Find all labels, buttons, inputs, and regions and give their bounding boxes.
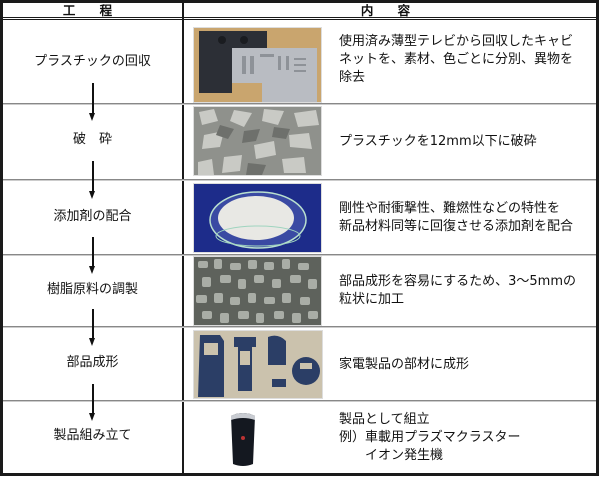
- step-label: 添加剤の配合: [3, 209, 182, 225]
- arrow-down-icon: [89, 237, 96, 274]
- description-text: 剛性や耐衝撃性、難燃性などの特性を 新品材料同等に回復させる添加剤を配合: [339, 201, 574, 234]
- step-label: プラスチックの回収: [3, 54, 182, 70]
- table-header: 工 程 内 容: [3, 3, 596, 20]
- description-text: 家電製品の部材に成形: [339, 357, 470, 372]
- table-row: [3, 327, 596, 401]
- table-row: [3, 104, 596, 180]
- car-plasmacluster-ion-generator-photo: [229, 412, 257, 466]
- crushed-plastic-fragments-photo: [193, 106, 322, 176]
- additive-powder-petri-dish-photo: [193, 183, 322, 253]
- arrow-down-icon: [89, 161, 96, 199]
- molded-appliance-parts-photo: [193, 330, 323, 399]
- step-label: 製品組み立て: [3, 428, 182, 444]
- description-text: プラスチックを12mm以下に破砕: [339, 134, 537, 149]
- description-text: 使用済み薄型テレビから回収したキャビ ネットを、素材、色ごとに分別、異物を 除去: [339, 34, 574, 85]
- resin-pellets-photo: [193, 256, 322, 326]
- column-divider: [182, 3, 184, 473]
- arrow-down-icon: [89, 83, 96, 121]
- table-row: [3, 180, 596, 255]
- step-label: 樹脂原料の調製: [3, 282, 182, 298]
- collected-tv-cabinets-photo: [193, 27, 322, 103]
- step-label: 破 砕: [3, 132, 182, 148]
- description-text: 製品として組立 例）車載用プラズマクラスター イオン発生機: [339, 412, 521, 463]
- description-text: 部品成形を容易にするため、3～5mmの 粒状に加工: [339, 274, 576, 307]
- arrow-down-icon: [89, 384, 96, 421]
- header-content: 内 容: [360, 3, 421, 18]
- arrow-down-icon: [89, 309, 96, 346]
- table-row: [3, 255, 596, 327]
- step-label: 部品成形: [3, 355, 182, 371]
- header-process: 工 程: [62, 3, 123, 18]
- table-row: [3, 23, 596, 104]
